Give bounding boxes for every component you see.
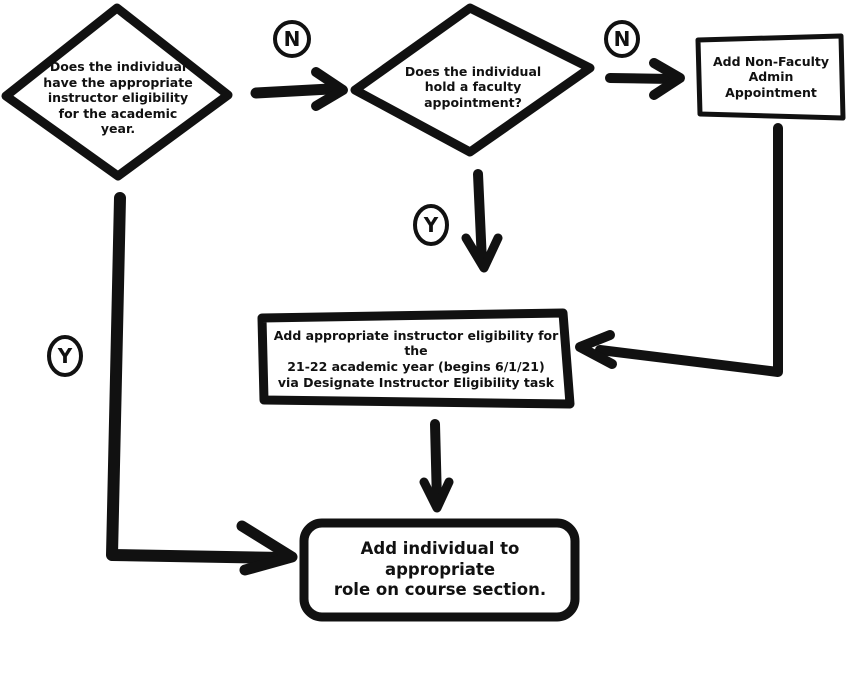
decision-eligibility-shape	[1, 3, 233, 181]
text-line: via Designate Instructor Eligibility tas…	[277, 374, 555, 390]
text-line: hold a faculty	[424, 79, 522, 95]
label-circle-y2	[47, 335, 83, 377]
admin-appointment-text: Add Non-Faculty Admin Appointment	[702, 46, 840, 108]
text-line: Does the individual	[49, 58, 187, 74]
arrow-yes-down	[461, 169, 503, 273]
final-step-box	[299, 518, 580, 622]
text-line: Add appropriate instructor eligibility f…	[273, 327, 559, 359]
text-line: 21-22 academic year (begins 6/1/21)	[287, 359, 545, 374]
admin-appointment-box	[695, 33, 846, 121]
text-line: for the academic	[58, 105, 178, 121]
final-step-text: Add individual to appropriate role on co…	[310, 530, 570, 610]
edge-label-no-2: N	[613, 27, 631, 51]
text-line: Add Non-Faculty	[712, 53, 829, 69]
decision-eligibility-text: Does the individual have the appropriate…	[40, 52, 196, 144]
arrow-no-1	[250, 67, 348, 111]
text-line: Add individual to appropriate	[360, 539, 520, 579]
edge-label-yes-2: Y	[57, 344, 73, 368]
label-circle-y1	[413, 204, 449, 246]
decision-faculty-shape	[350, 3, 595, 157]
arrow-no-2	[605, 58, 685, 100]
text-line: instructor eligibility	[47, 90, 189, 106]
text-line: appointment?	[424, 94, 522, 110]
decision-faculty-text: Does the individual hold a faculty appoi…	[395, 58, 551, 116]
eligibility-task-box	[257, 308, 575, 409]
label-circle-n2	[604, 20, 640, 58]
edge-label-yes-1: Y	[423, 213, 439, 237]
arrow-eligibility-to-final	[419, 419, 454, 513]
text-line: Admin	[748, 69, 794, 85]
text-line: Appointment	[725, 84, 817, 100]
edge-label-no-1: N	[283, 27, 301, 51]
arrow-admin-to-eligibility	[575, 123, 783, 377]
text-line: year.	[100, 121, 136, 137]
arrow-yes-left	[106, 192, 298, 576]
eligibility-task-text: Add appropriate instructor eligibility f…	[268, 326, 564, 392]
text-line: Does the individual	[404, 63, 542, 79]
text-line: role on course section.	[333, 580, 547, 600]
text-line: have the appropriate	[43, 74, 193, 90]
label-circle-n1	[273, 20, 311, 58]
